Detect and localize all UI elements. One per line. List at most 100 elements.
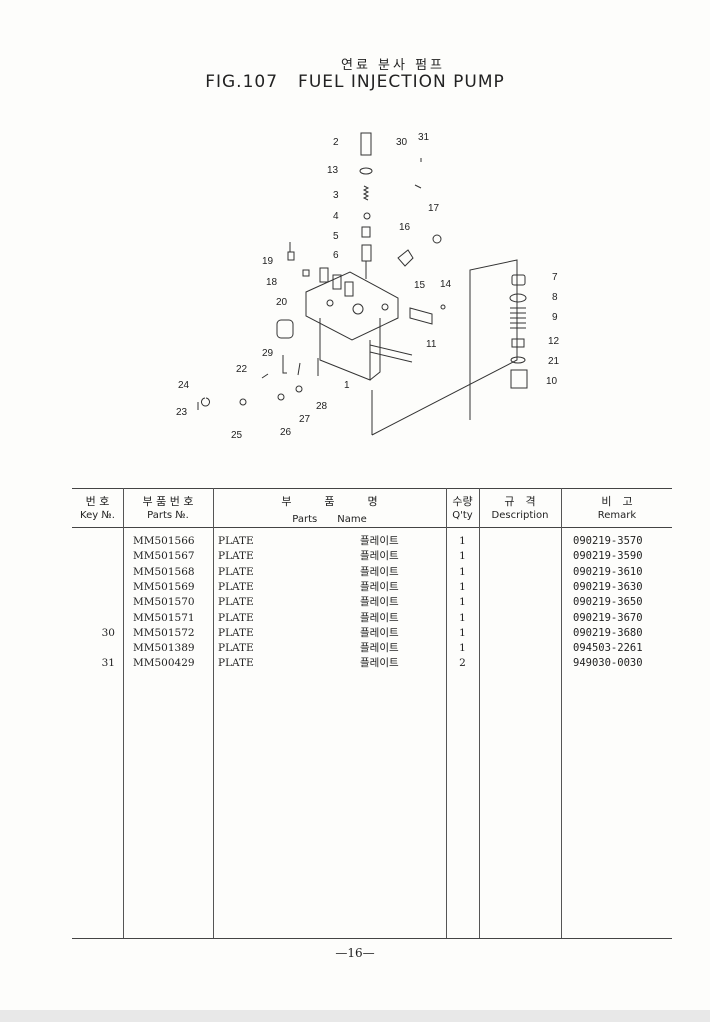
title-korean: 연료 분사 펌프: [340, 58, 446, 73]
cell-qty: 1: [459, 565, 466, 578]
table-bottom-rule: [72, 938, 672, 939]
cell-part: MM501571: [133, 611, 195, 624]
header-en-4: Description: [491, 510, 549, 521]
cell-remark: 949030-0030: [573, 657, 643, 670]
cell-remark: 090219-3570: [573, 535, 643, 547]
callout-26: 26: [280, 427, 292, 438]
header-en-1: Parts №.: [147, 510, 189, 521]
cell-qty: 1: [459, 535, 466, 547]
cell-qty: 1: [459, 642, 466, 655]
cell-part: MM501572: [133, 626, 195, 639]
callout-7: 7: [552, 272, 558, 283]
cell-remark: 090219-3650: [573, 596, 643, 609]
header-en-2: Parts Name: [292, 514, 367, 525]
cell-name_ko: 플레이트: [360, 535, 399, 547]
exploded-diagram: [197, 132, 528, 436]
cell-remark: 090219-3680: [573, 626, 643, 639]
header-ko-1: 부 품 번 호: [142, 495, 194, 508]
scan-edge: [0, 1010, 710, 1022]
cell-key: [95, 641, 115, 656]
figure-name: FUEL INJECTION PUMP: [298, 72, 505, 92]
callout-15: 15: [414, 280, 426, 291]
header-ko-2: 부 품 명: [281, 495, 378, 508]
cell-part: MM501566: [133, 535, 195, 547]
callout-5: 5: [333, 231, 339, 242]
cell-key: [95, 611, 115, 626]
cell-part: MM501569: [133, 580, 195, 593]
callout-25: 25: [231, 430, 243, 441]
column-divider: [479, 488, 480, 938]
callout-9: 9: [552, 312, 558, 323]
cell-part: MM501567: [133, 550, 195, 563]
cell-key: [95, 534, 115, 549]
header-en-3: Q'ty: [452, 510, 473, 521]
cell-key: [95, 549, 115, 564]
callout-12: 12: [548, 336, 560, 347]
callout-30: 30: [396, 137, 408, 148]
header-ko-3: 수량: [452, 495, 473, 508]
cell-name: PLATE: [218, 642, 254, 655]
callout-6: 6: [333, 250, 339, 261]
cell-name: PLATE: [218, 565, 254, 578]
part-shapes: [197, 132, 528, 436]
header-ko-4: 규 격: [504, 495, 536, 508]
cell-part: MM501389: [133, 642, 195, 655]
cell-part: MM500429: [133, 657, 195, 670]
cell-part: MM501570: [133, 596, 195, 609]
cell-key: [95, 580, 115, 595]
column-divider: [446, 488, 447, 938]
header-en-5: Remark: [597, 510, 637, 521]
callout-1: 1: [344, 380, 350, 391]
callout-13: 13: [327, 165, 339, 176]
callout-20: 20: [276, 297, 288, 308]
figure-number: FIG.107: [205, 72, 279, 92]
callout-31: 31: [418, 132, 430, 143]
cell-name: PLATE: [218, 535, 254, 547]
cell-qty: 1: [459, 580, 466, 593]
cell-name: PLATE: [218, 657, 254, 670]
cell-name_ko: 플레이트: [360, 611, 399, 624]
cell-key: [95, 565, 115, 580]
cell-name: PLATE: [218, 626, 254, 639]
cell-name_ko: 플레이트: [360, 565, 399, 578]
callout-29: 29: [262, 348, 274, 359]
cell-key: 30: [101, 626, 115, 639]
cell-part: MM501568: [133, 565, 195, 578]
cell-qty: 1: [459, 611, 466, 624]
callout-27: 27: [299, 414, 311, 425]
cell-key: 31: [101, 657, 115, 670]
column-divider: [123, 488, 124, 938]
callout-8: 8: [552, 292, 558, 303]
cell-name_ko: 플레이트: [360, 596, 399, 609]
cell-name_ko: 플레이트: [360, 657, 399, 670]
callout-22: 22: [236, 364, 248, 375]
callout-28: 28: [316, 401, 328, 412]
callout-18: 18: [266, 277, 278, 288]
callout-14: 14: [440, 279, 452, 290]
cell-qty: 1: [459, 596, 466, 609]
column-divider: [561, 488, 562, 938]
callout-11: 11: [426, 339, 437, 350]
cell-remark: 090219-3670: [573, 611, 643, 624]
callout-2: 2: [333, 137, 339, 148]
cell-name: PLATE: [218, 580, 254, 593]
table-header-rule: [72, 527, 672, 528]
header-ko-0: 번 호: [85, 495, 110, 508]
cell-name_ko: 플레이트: [360, 626, 399, 639]
callout-23: 23: [176, 407, 188, 418]
callout-19: 19: [262, 256, 274, 267]
cell-name_ko: 플레이트: [360, 580, 399, 593]
cell-qty: 1: [459, 626, 466, 639]
cell-name: PLATE: [218, 596, 254, 609]
cell-remark: 094503-2261: [573, 642, 643, 655]
cell-remark: 090219-3590: [573, 550, 643, 563]
pump-body: [305, 267, 413, 381]
callout-17: 17: [428, 203, 440, 214]
cell-qty: 1: [459, 550, 466, 563]
callout-21: 21: [548, 356, 560, 367]
column-divider: [213, 488, 214, 938]
callout-4: 4: [333, 211, 339, 222]
header-en-0: Key №.: [80, 510, 115, 521]
cell-key: [95, 595, 115, 610]
